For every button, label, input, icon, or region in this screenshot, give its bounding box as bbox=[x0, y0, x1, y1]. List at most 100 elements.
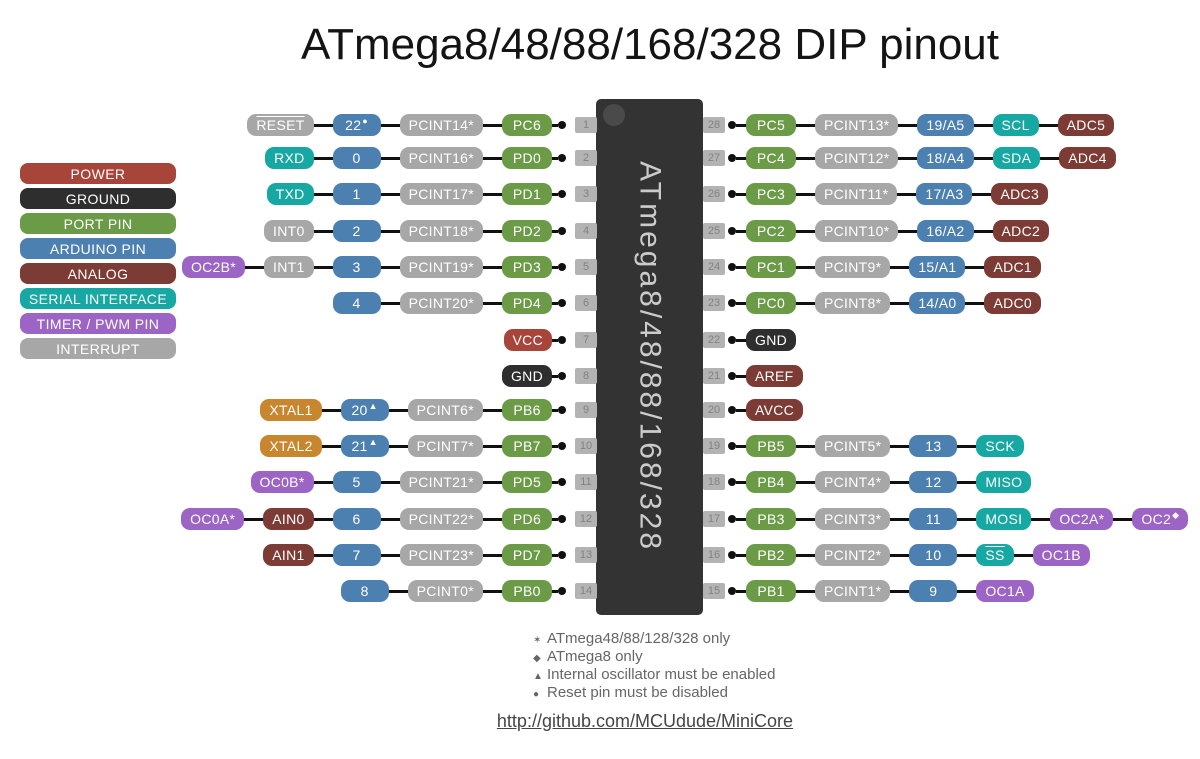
wire-dot bbox=[728, 190, 736, 198]
pin-box-label: PCINT23* bbox=[408, 547, 474, 563]
pin-box-label: PCINT5* bbox=[824, 438, 882, 454]
pin-box-label: 16/A2 bbox=[926, 223, 965, 239]
wire-connector bbox=[796, 123, 815, 127]
pin-box-label: PB4 bbox=[757, 474, 785, 490]
pin-box-label: 15/A1 bbox=[918, 259, 957, 275]
wire-connector bbox=[483, 123, 502, 127]
wire-dot bbox=[728, 154, 736, 162]
minicore-url-link[interactable]: http://github.com/MCUdude/MiniCore bbox=[496, 711, 794, 731]
wire-dot bbox=[558, 190, 566, 198]
footnote-symbol: ▲ bbox=[533, 671, 543, 682]
pin-box-label: PCINT16* bbox=[408, 150, 474, 166]
wire-connector bbox=[957, 589, 977, 593]
wire-connector bbox=[736, 123, 746, 127]
legend-item-arduino: ARDUINO PIN bbox=[20, 238, 176, 259]
wire-dot bbox=[728, 587, 736, 595]
pin-box-label: PD2 bbox=[512, 223, 542, 239]
pin-number-tab: 14 bbox=[575, 583, 597, 599]
pin-box-label: AREF bbox=[755, 368, 794, 384]
pin-box: RXD bbox=[265, 147, 314, 169]
pin-box: ADC5 bbox=[1057, 114, 1115, 136]
wire-connector bbox=[1031, 517, 1051, 521]
pin-box-label: TXD bbox=[275, 186, 305, 202]
wire-connector bbox=[973, 156, 993, 160]
wire-connector bbox=[483, 480, 502, 484]
pin-box-label: PC0 bbox=[756, 295, 786, 311]
pin-box: PB6 bbox=[502, 399, 552, 421]
pin-box-label: 7 bbox=[352, 547, 361, 563]
pin-box-label: PCINT13* bbox=[824, 117, 890, 133]
wire-connector bbox=[890, 301, 910, 305]
wire-connector bbox=[957, 444, 977, 448]
wire-connector bbox=[736, 265, 746, 269]
pin-box: 14/A0 bbox=[909, 292, 966, 314]
pin-number-tab: 26 bbox=[703, 186, 725, 202]
footnote-symbol: ◆ bbox=[533, 653, 541, 664]
wire-connector bbox=[380, 229, 400, 233]
pin-box: AVCC bbox=[746, 399, 804, 421]
legend-item-label: PORT PIN bbox=[63, 215, 133, 232]
pin-box-label: PCINT3* bbox=[824, 511, 882, 527]
wire-dot bbox=[728, 478, 736, 486]
wire-connector bbox=[796, 229, 815, 233]
pin-box-label: PC1 bbox=[756, 259, 786, 275]
pin-box: PD4 bbox=[502, 292, 552, 314]
pin-box-label: 19/A5 bbox=[926, 117, 965, 133]
pin-box: 7 bbox=[332, 544, 381, 566]
pin-number-tab: 25 bbox=[703, 223, 725, 239]
pin-box: 4 bbox=[332, 292, 381, 314]
wire-connector bbox=[380, 553, 400, 557]
pin-box: PCINT13* bbox=[815, 114, 899, 136]
wire-connector bbox=[313, 553, 333, 557]
chip-pin1-indicator bbox=[603, 104, 625, 126]
pin-number-tab: 24 bbox=[703, 259, 725, 275]
pin-box-label: PD6 bbox=[512, 511, 542, 527]
pin-box-label: PCINT4* bbox=[824, 474, 882, 490]
pin-box: PCINT2* bbox=[815, 544, 891, 566]
pin-number-tab: 6 bbox=[575, 295, 597, 311]
wire-dot bbox=[558, 478, 566, 486]
wire-connector bbox=[957, 553, 977, 557]
pin-box-label: OC2A* bbox=[1059, 511, 1105, 527]
pin-box-label: PC4 bbox=[756, 150, 786, 166]
pin-box: PB2 bbox=[746, 544, 796, 566]
legend-item-analog: ANALOG bbox=[20, 263, 176, 284]
pin-box: MOSI bbox=[976, 508, 1032, 530]
pin-box: 10 bbox=[909, 544, 958, 566]
wire-connector bbox=[388, 444, 408, 448]
pin-box: PD0 bbox=[502, 147, 552, 169]
wire-dot bbox=[728, 406, 736, 414]
footnote-marker: ▲ bbox=[368, 437, 378, 447]
pin-box: 17/A3 bbox=[916, 183, 973, 205]
pin-box-label: XTAL2 bbox=[269, 438, 313, 454]
pin-box-label: PC2 bbox=[756, 223, 786, 239]
wire-connector bbox=[890, 589, 910, 593]
wire-connector bbox=[483, 192, 502, 196]
legend-item-label: SERIAL INTERFACE bbox=[28, 290, 168, 307]
pin-box: 12 bbox=[909, 471, 958, 493]
pin-box: 3 bbox=[332, 256, 381, 278]
pin-box: 9 bbox=[909, 580, 958, 602]
pin-box: PB1 bbox=[746, 580, 796, 602]
pin-box: PCINT1* bbox=[815, 580, 891, 602]
pin-box: 15/A1 bbox=[909, 256, 966, 278]
pin-box-label: ADC4 bbox=[1068, 150, 1107, 166]
pin-box-label: PCINT7* bbox=[416, 438, 474, 454]
wire-connector bbox=[380, 517, 400, 521]
pin-box: PCINT19* bbox=[399, 256, 483, 278]
pin-number-tab: 20 bbox=[703, 402, 725, 418]
wire-connector bbox=[957, 517, 977, 521]
wire-dot bbox=[558, 121, 566, 129]
footnote-item: ▲Internal oscillator must be enabled bbox=[533, 666, 775, 684]
footnote-symbol: ● bbox=[533, 689, 540, 700]
pin-box: PCINT4* bbox=[815, 471, 891, 493]
wire-connector bbox=[897, 192, 917, 196]
pin-box-label: PD5 bbox=[512, 474, 542, 490]
pin-box-label: SCK bbox=[985, 438, 1016, 454]
pin-box: OC2B* bbox=[181, 256, 246, 278]
